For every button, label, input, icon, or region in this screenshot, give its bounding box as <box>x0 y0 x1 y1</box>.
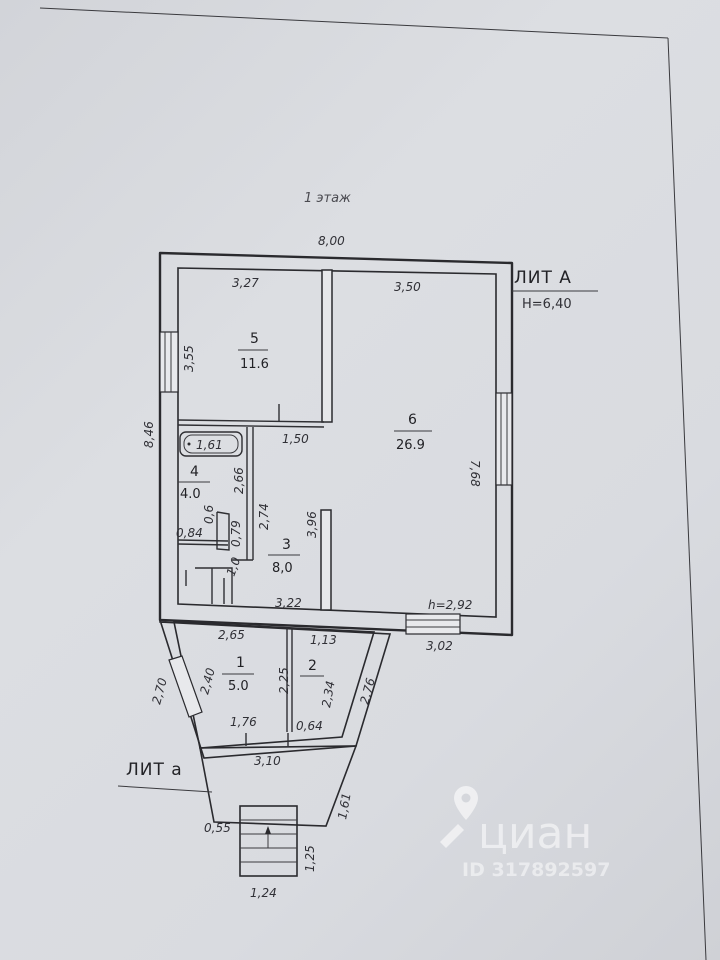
dim-161: 1,61 <box>335 792 353 821</box>
watermark: циан ID 317892597 <box>440 786 610 881</box>
dim-113: 1,13 <box>310 633 337 647</box>
dim-079: 0,79 <box>229 520 243 547</box>
lit-A-height: H=6,40 <box>522 297 572 312</box>
sheet-frame-top <box>39 7 669 39</box>
room-1-number: 1 <box>236 655 245 671</box>
dim-055: 0,55 <box>204 821 231 835</box>
dim-322: 3,22 <box>275 596 302 610</box>
room-5: 5 11.6 <box>238 331 269 372</box>
dim-outer-height: 8,46 <box>142 421 156 448</box>
main-block-walls <box>158 251 514 637</box>
entrance-steps <box>239 805 298 877</box>
watermark-brand: циан <box>478 808 592 859</box>
main-block-windows <box>159 331 513 635</box>
dim-240: 2,40 <box>197 666 218 696</box>
watermark-id: ID 317892597 <box>462 859 610 881</box>
extension-window <box>168 655 203 718</box>
lit-a-title: ЛИТ а <box>126 760 183 780</box>
floor-title: 1 этаж <box>304 191 351 206</box>
dim-124: 1,24 <box>250 886 277 900</box>
dim-outer-width: 8,00 <box>318 234 345 248</box>
dim-064: 0,64 <box>296 719 323 733</box>
bathtub-icon: 1,61 <box>179 431 243 457</box>
room-1: 1 5.0 <box>222 655 254 694</box>
dim-274: 2,74 <box>257 503 271 530</box>
room-3-number: 3 <box>282 537 291 553</box>
dim-06: 0,6 <box>202 505 216 524</box>
dim-265: 2,65 <box>218 628 245 642</box>
lit-a-label: ЛИТ а <box>117 760 213 793</box>
room-2-number: 2 <box>308 658 317 674</box>
dim-room6-width: 3,50 <box>394 280 421 294</box>
interior-walls <box>177 269 333 611</box>
dim-ceiling-height: h=2,92 <box>428 598 472 612</box>
room-6-number: 6 <box>408 412 417 428</box>
dim-234: 2,34 <box>319 680 337 709</box>
room-6-area: 26.9 <box>396 438 425 453</box>
dim-corridor-width: 1,50 <box>282 432 309 446</box>
dim-176: 1,76 <box>230 715 257 729</box>
dim-bath-length: 1,61 <box>196 438 223 452</box>
dim-266: 2,66 <box>232 467 246 494</box>
dim-276: 2,76 <box>357 676 378 706</box>
dim-302: 3,02 <box>426 639 453 653</box>
room-3-area: 8,0 <box>272 561 293 576</box>
dim-225: 2,25 <box>277 667 291 694</box>
lit-A-label: ЛИТ А H=6,40 <box>512 268 598 312</box>
dim-room5-width: 3,27 <box>232 276 259 290</box>
dim-270: 2,70 <box>149 676 170 706</box>
room-3: 3 8,0 <box>268 537 300 576</box>
extension-walls <box>159 619 392 827</box>
room-2: 2 <box>300 658 324 677</box>
dim-10: 1,0 <box>224 555 244 578</box>
dim-room5-height: 3,55 <box>182 345 196 372</box>
room-4: 4 4.0 <box>178 464 210 502</box>
room-5-number: 5 <box>250 331 259 347</box>
cian-location-pin-icon <box>440 786 478 848</box>
room-6: 6 26.9 <box>394 412 432 453</box>
dim-125: 1,25 <box>303 845 317 872</box>
sheet-frame-right <box>667 37 707 960</box>
room-5-area: 11.6 <box>240 357 269 372</box>
dim-084: 0,84 <box>176 526 203 540</box>
dim-396: 3,96 <box>305 511 319 538</box>
room-4-area: 4.0 <box>180 487 201 502</box>
room-1-area: 5.0 <box>228 679 249 694</box>
dim-310: 3,10 <box>254 754 281 768</box>
dim-room6-height: 7,68 <box>468 460 482 487</box>
dimension-labels: 3,27 3,50 3,55 8,46 7,68 1,50 2,66 2,74 … <box>142 276 482 900</box>
lit-A-title: ЛИТ А <box>514 268 572 288</box>
room-4-number: 4 <box>190 464 199 480</box>
